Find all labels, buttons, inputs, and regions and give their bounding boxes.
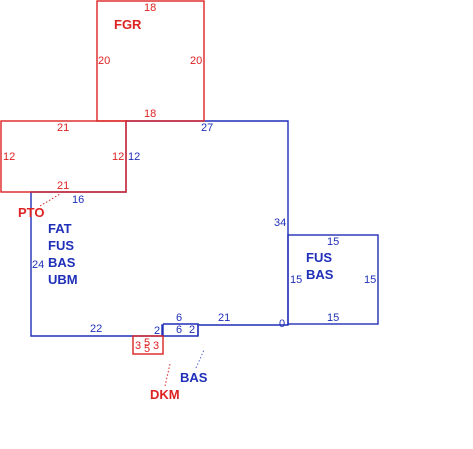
bas-leader-line [195, 349, 205, 369]
wing-area-outline[interactable] [287, 234, 379, 325]
dim-pto-left: 12 [3, 151, 15, 163]
main-step-outline [163, 323, 199, 336]
dim-main-bottom-left: 22 [90, 323, 102, 335]
dim-main-step-1: 2 [154, 325, 160, 337]
dkm-leader-line [164, 363, 171, 387]
dkm-area-outline[interactable] [132, 335, 164, 355]
dim-main-right-of-pto: 12 [128, 151, 140, 163]
dim-dkm-top: 5 [144, 337, 150, 349]
dim-main-step-2: 2 [189, 324, 195, 336]
dim-fgr-top: 18 [144, 2, 156, 14]
label-dkm: DKM [150, 387, 180, 402]
label-wing-code-1: FUS [306, 250, 332, 265]
dim-dkm-left: 3 [135, 340, 141, 352]
label-bas-lower: BAS [180, 370, 208, 385]
dim-main-under-pto: 16 [72, 194, 84, 206]
dim-pto-right: 12 [112, 151, 124, 163]
label-main-code-1: FAT [48, 221, 72, 236]
dim-main-top: 27 [201, 122, 213, 134]
dim-wing-bottom: 15 [327, 312, 339, 324]
dim-fgr-bottom: 18 [144, 108, 156, 120]
dim-main-left: 24 [32, 259, 44, 271]
dim-dkm-right: 3 [153, 340, 159, 352]
label-main-code-3: BAS [48, 255, 76, 270]
dim-main-right: 34 [274, 217, 286, 229]
label-fgr: FGR [114, 17, 142, 32]
dim-wing-top: 15 [327, 236, 339, 248]
dim-dkm-mid: 5 [144, 343, 150, 355]
dim-wing-right: 15 [364, 274, 376, 286]
dim-main-step-6-top: 6 [176, 312, 182, 324]
label-pto: PTO [18, 205, 45, 220]
label-main-code-4: UBM [48, 272, 78, 287]
dim-wing-left: 15 [290, 274, 302, 286]
dim-main-corner-zero: 0 [279, 318, 285, 330]
dim-main-bottom-right: 21 [218, 312, 230, 324]
dim-fgr-left: 20 [98, 55, 110, 67]
dim-pto-top: 21 [57, 122, 69, 134]
dim-fgr-right: 20 [190, 55, 202, 67]
pto-area-outline[interactable] [0, 120, 127, 193]
dim-pto-bottom: 21 [57, 180, 69, 192]
dim-main-step-6-bottom: 6 [176, 324, 182, 336]
fgr-area-outline[interactable] [96, 0, 205, 122]
label-main-code-2: FUS [48, 238, 74, 253]
label-wing-code-2: BAS [306, 267, 334, 282]
pto-leader-line [39, 193, 61, 207]
